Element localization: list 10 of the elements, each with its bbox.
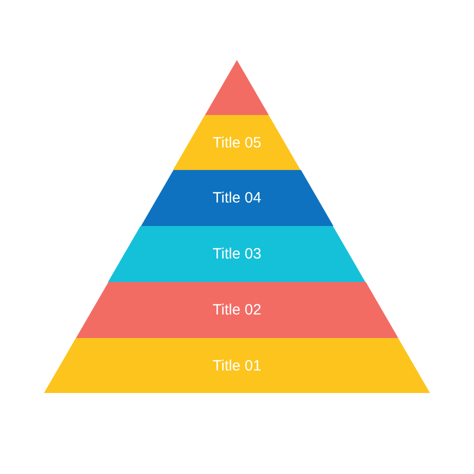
level-title: Title 05 (212, 134, 262, 151)
level-title: Title 04 (212, 190, 262, 206)
pyramid-level (108, 226, 366, 282)
level-title: Title 03 (212, 246, 262, 262)
level-title: Title 01 (212, 357, 262, 374)
pyramid-level (76, 282, 398, 338)
pyramid-level (173, 115, 301, 170)
pyramid-level (140, 170, 334, 226)
pyramid-level (44, 338, 430, 393)
level-title: Title 02 (212, 302, 262, 318)
